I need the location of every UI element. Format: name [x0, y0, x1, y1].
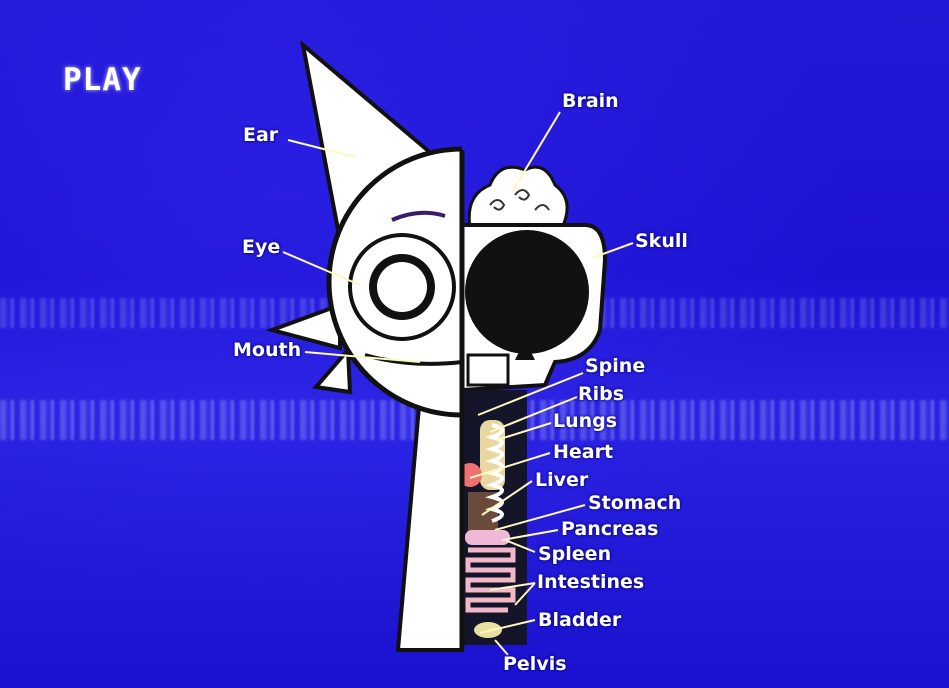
label-pancreas: Pancreas	[561, 518, 659, 540]
brain	[467, 165, 569, 230]
label-ear: Ear	[243, 124, 279, 146]
label-lungs: Lungs	[553, 410, 618, 432]
leader-lines	[282, 111, 634, 656]
bladder	[474, 622, 502, 638]
play-indicator: PLAY	[63, 62, 142, 98]
label-liver: Liver	[535, 469, 589, 491]
intestines	[465, 547, 516, 613]
label-spleen: Spleen	[538, 543, 612, 565]
label-stomach: Stomach	[588, 492, 682, 514]
label-intestines: Intestines	[537, 571, 645, 593]
eye-pupil	[377, 262, 427, 312]
label-pelvis: Pelvis	[503, 653, 567, 675]
eyebrow	[391, 210, 446, 222]
ribs	[485, 423, 504, 523]
label-ribs: Ribs	[578, 383, 625, 405]
label-eye: Eye	[242, 236, 281, 258]
label-mouth: Mouth	[233, 339, 302, 361]
heart	[462, 463, 482, 487]
label-spine: Spine	[585, 355, 646, 377]
spike	[312, 344, 353, 395]
label-heart: Heart	[553, 441, 614, 463]
body-left	[395, 393, 464, 652]
eye-socket	[465, 230, 589, 354]
label-skull: Skull	[635, 230, 688, 252]
label-bladder: Bladder	[538, 609, 622, 631]
label-brain: Brain	[562, 90, 619, 112]
teeth	[466, 353, 510, 387]
stomach	[465, 530, 510, 545]
